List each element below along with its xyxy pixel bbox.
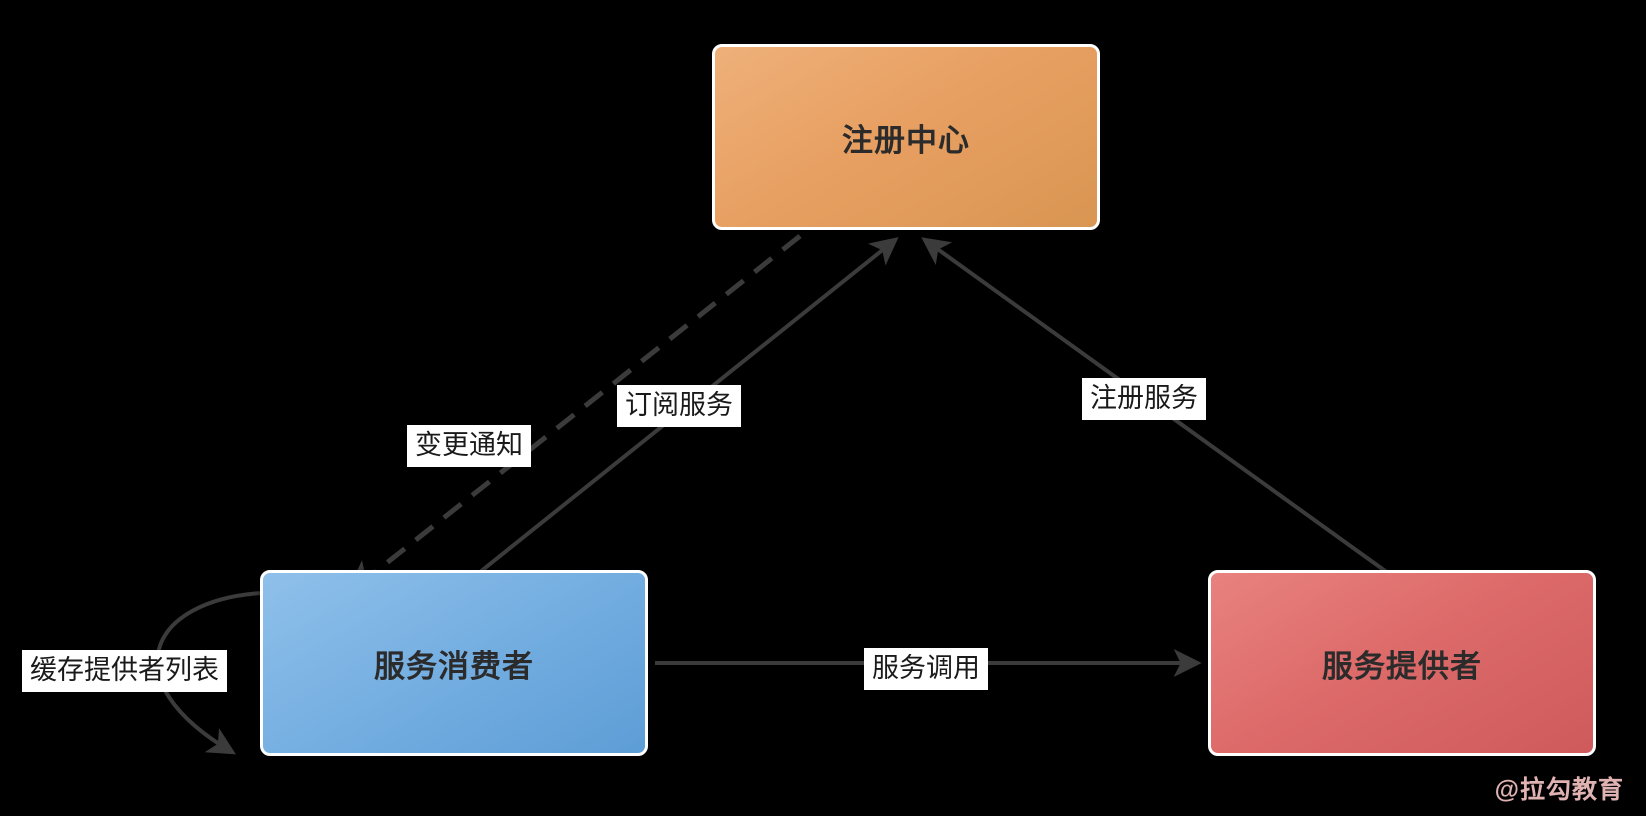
node-service-provider[interactable]: 服务提供者	[1208, 570, 1596, 756]
node-registry-center-label: 注册中心	[842, 122, 970, 158]
edge-cache-list-loop	[155, 591, 263, 755]
edge-change-notice-line	[345, 234, 802, 596]
edge-label-register: 注册服务	[1082, 378, 1206, 420]
node-service-consumer[interactable]: 服务消费者	[260, 570, 648, 756]
node-service-consumer-label: 服务消费者	[374, 648, 534, 684]
edge-label-service-call: 服务调用	[864, 648, 988, 690]
node-registry-center[interactable]: 注册中心	[712, 44, 1100, 230]
edge-label-subscribe: 订阅服务	[617, 385, 741, 427]
node-service-provider-label: 服务提供者	[1322, 648, 1482, 684]
edge-label-cache-provider-list: 缓存提供者列表	[22, 650, 227, 692]
edge-label-change-notice: 变更通知	[407, 425, 531, 467]
watermark: @拉勾教育	[1494, 776, 1624, 804]
